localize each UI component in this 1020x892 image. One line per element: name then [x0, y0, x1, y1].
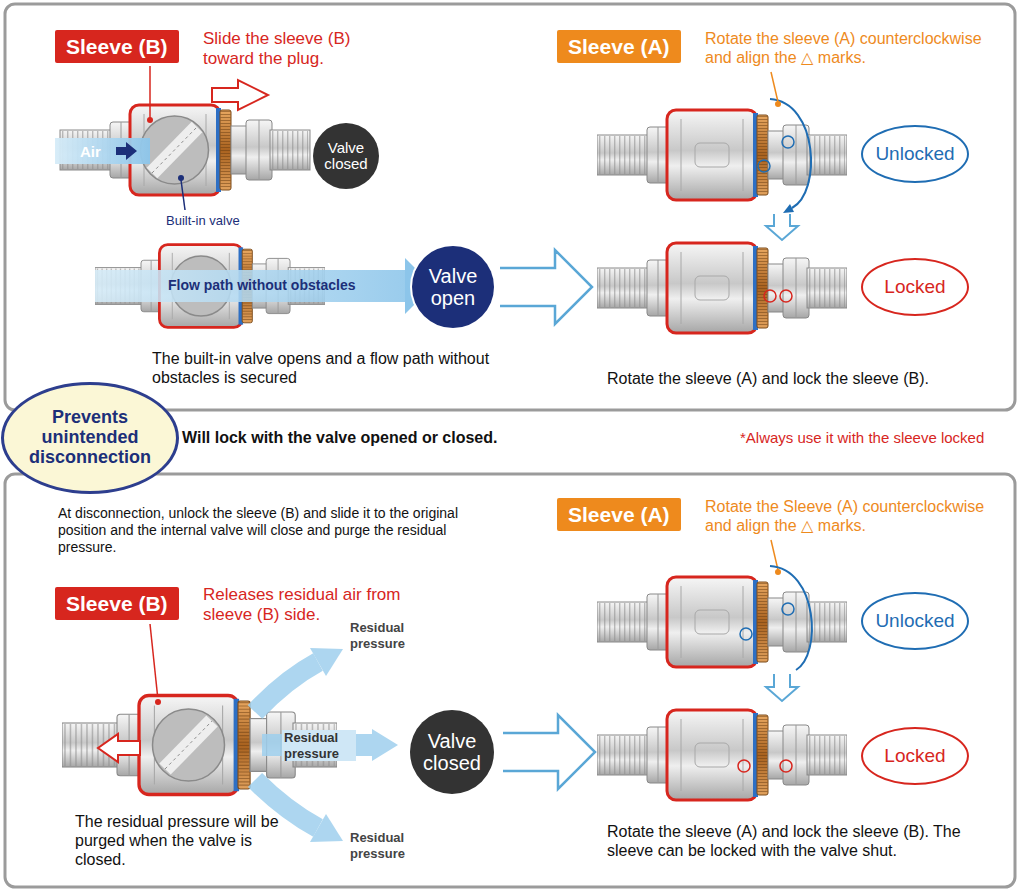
node-text: Valve closed: [321, 140, 371, 173]
air-flow: [55, 138, 150, 164]
rotation-arrow: [770, 566, 812, 670]
node-text: Unlocked: [875, 611, 954, 632]
leader-line: [771, 540, 781, 575]
node-text: Sleeve (A): [568, 501, 670, 528]
panel: [5, 474, 1015, 887]
node-text: Valve closed: [419, 730, 485, 774]
instruction-text: Rotate the sleeve (A) counterclockwise a…: [705, 29, 1010, 67]
note-text: Will lock with the valve opened or close…: [182, 428, 497, 447]
valve-state-circle: Valve open: [412, 246, 494, 328]
residual-pressure-arrow: [255, 648, 398, 842]
down-arrow: [766, 674, 798, 701]
leader-line: [771, 72, 781, 107]
node-text: Sleeve (A): [568, 33, 670, 60]
valve-state-circle: Valve closed: [313, 123, 379, 189]
lock-state-ellipse: Locked: [861, 258, 969, 316]
node-text: Sleeve (B): [66, 33, 168, 60]
sleeve-badge: Sleeve (B): [55, 587, 179, 620]
description-text: Rotate the sleeve (A) and lock the sleev…: [607, 369, 1007, 388]
instruction-text: Slide the sleeve (B) toward the plug.: [203, 29, 378, 70]
lock-state-ellipse: Unlocked: [861, 592, 969, 650]
node-text: Locked: [884, 746, 945, 767]
coupling: [597, 243, 847, 333]
instruction-text: Rotate the Sleeve (A) counterclockwise a…: [705, 497, 1010, 535]
valve-state-circle: Valve closed: [410, 710, 494, 794]
lock-state-ellipse: Unlocked: [861, 125, 969, 183]
flow-label: Residual pressure: [282, 730, 356, 761]
feature-ellipse: Prevents unintended disconnection: [1, 382, 179, 494]
description-text: The residual pressure will be purged whe…: [75, 812, 280, 870]
part-name: Built-in valve: [166, 213, 240, 229]
flow-arrow: [95, 258, 433, 314]
flow-label: Residual pressure: [350, 620, 420, 651]
description-text: The built-in valve opens and a flow path…: [152, 349, 492, 387]
lock-state-ellipse: Locked: [861, 727, 969, 785]
description-text: Rotate the sleeve (A) and lock the sleev…: [607, 822, 1002, 860]
warning-note: *Always use it with the sleeve locked: [740, 429, 984, 447]
flow-label: Air: [80, 143, 101, 161]
sleeve-badge: Sleeve (A): [557, 30, 681, 63]
coupling: [597, 110, 847, 200]
step-arrow: [503, 715, 595, 789]
node-text: Sleeve (B): [66, 590, 168, 617]
sleeve-badge: Sleeve (A): [557, 498, 681, 531]
panel: [5, 4, 1015, 410]
coupling: [597, 710, 847, 800]
leader-line: [150, 624, 158, 700]
coupling: [60, 105, 310, 195]
rotation-arrow: [770, 99, 811, 213]
flow-label: Flow path without obstacles: [168, 277, 355, 294]
coupling: [597, 577, 847, 667]
node-text: Unlocked: [875, 144, 954, 165]
node-text: Locked: [884, 277, 945, 298]
down-arrow: [766, 214, 798, 240]
node-text: Valve open: [421, 265, 485, 309]
step-arrow: [500, 250, 592, 324]
instruction-text: Releases residual air from sleeve (B) si…: [203, 585, 433, 626]
flow-label: Residual pressure: [350, 830, 420, 861]
leader-line: [147, 66, 185, 210]
sleeve-badge: Sleeve (B): [55, 30, 179, 63]
node-text: Prevents unintended disconnection: [15, 408, 165, 467]
slide-arrow: [212, 80, 268, 110]
slide-arrow: [98, 734, 140, 762]
description-text: At disconnection, unlock the sleeve (B) …: [58, 505, 478, 555]
